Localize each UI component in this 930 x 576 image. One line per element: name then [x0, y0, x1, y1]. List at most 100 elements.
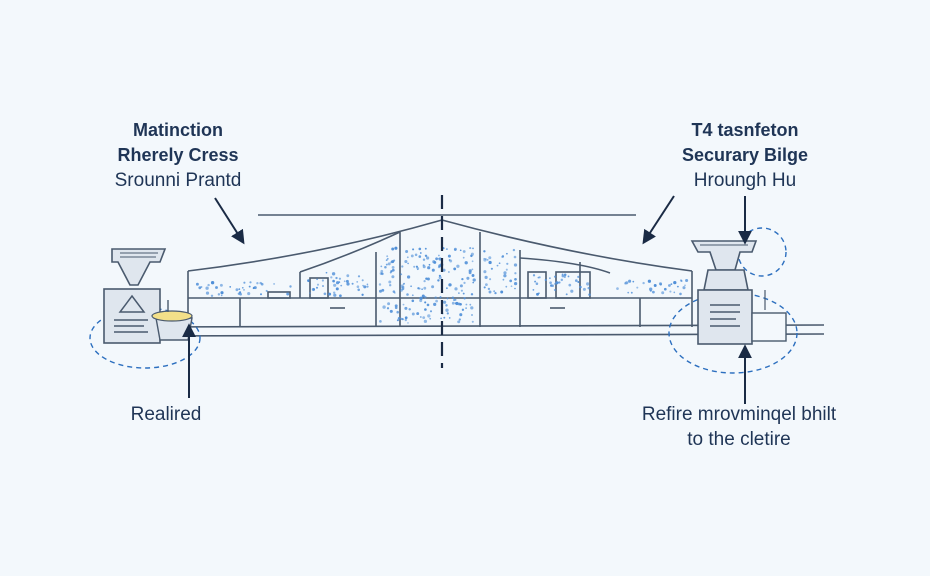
- glass-dot: [471, 268, 474, 271]
- glass-dot: [463, 297, 466, 300]
- left-station-icon: [89, 248, 201, 369]
- glass-dot: [362, 284, 364, 287]
- warning-triangle-icon: [118, 294, 146, 313]
- glass-dot: [462, 256, 465, 259]
- glass-dot: [385, 259, 388, 261]
- glass-dot: [459, 313, 463, 317]
- glass-dot: [407, 322, 409, 324]
- glass-dot: [438, 276, 442, 280]
- glass-dot: [642, 281, 645, 285]
- glass-dot: [412, 248, 415, 251]
- glass-dot: [338, 277, 342, 280]
- arrows: [182, 195, 752, 404]
- glass-dot: [431, 268, 435, 272]
- label-top-left-line1: Matinction: [133, 120, 223, 140]
- glass-dot: [458, 318, 461, 321]
- glass-dot: [330, 276, 333, 279]
- glass-dot: [419, 316, 422, 318]
- glass-dot: [459, 249, 462, 252]
- arrow-top-left: [214, 197, 245, 245]
- glass-dot: [400, 273, 403, 276]
- glass-dot: [211, 281, 213, 284]
- glass-dot: [391, 265, 395, 269]
- glass-dot: [470, 313, 474, 317]
- glass-dot: [438, 254, 440, 257]
- glass-dot: [404, 306, 408, 310]
- glass-dot: [366, 283, 369, 286]
- glass-dot: [513, 255, 517, 259]
- glass-dot: [649, 287, 653, 291]
- glass-dot: [381, 288, 385, 292]
- glass-dot: [446, 287, 448, 290]
- glass-dot: [219, 283, 223, 287]
- glass-dot: [670, 283, 673, 286]
- glass-dot: [416, 266, 420, 270]
- glass-dot: [488, 260, 492, 265]
- glass-dot: [627, 291, 630, 294]
- glass-dot: [465, 307, 467, 309]
- label-bottom-left: Realired: [96, 402, 236, 427]
- glass-dot: [423, 286, 427, 290]
- glass-dot: [442, 268, 446, 272]
- glass-dot: [336, 281, 340, 285]
- glass-dot: [346, 282, 350, 286]
- glass-dot: [685, 278, 689, 283]
- glass-dot: [568, 283, 572, 287]
- label-top-left-line2: Rherely Cress: [117, 145, 239, 165]
- glass-dot: [437, 279, 440, 282]
- label-top-right-line3: Hroungh Hu: [693, 170, 797, 191]
- glass-dot: [496, 264, 499, 267]
- glass-dot: [679, 279, 683, 282]
- glass-dot: [286, 292, 290, 296]
- glass-dot: [333, 283, 337, 287]
- glass-dot: [470, 306, 474, 310]
- glass-dot: [241, 286, 244, 289]
- glass-dot: [406, 293, 409, 296]
- glass-dot: [466, 276, 470, 280]
- glass-dot: [469, 247, 472, 250]
- glass-dot: [332, 279, 335, 283]
- glass-dot: [220, 294, 223, 297]
- glass-dot: [418, 247, 422, 251]
- glass-dot: [488, 256, 492, 260]
- glass-dot: [505, 285, 508, 288]
- glass-dot: [649, 289, 652, 292]
- glass-dot: [419, 252, 422, 254]
- glass-dot: [453, 299, 456, 301]
- glass-dot: [312, 288, 316, 291]
- glass-dot: [391, 275, 395, 279]
- glass-dot: [458, 292, 460, 294]
- glass-dot: [414, 253, 418, 257]
- bridge-structure: [139, 219, 825, 337]
- glass-dot: [394, 304, 398, 308]
- glass-dot: [570, 289, 574, 293]
- label-top-right-line2: Securary Bilge: [681, 145, 809, 165]
- glass-dot: [217, 293, 221, 296]
- glass-dot: [549, 281, 552, 285]
- glass-dot: [427, 314, 431, 318]
- glass-dot: [532, 274, 536, 277]
- label-top-right-line1: T4 tasnfeton: [691, 120, 799, 140]
- glass-dot: [419, 299, 423, 303]
- glass-dot: [438, 257, 440, 260]
- glass-dot: [289, 285, 292, 288]
- glass-dot: [471, 260, 474, 263]
- glass-dot: [316, 283, 320, 286]
- glass-dot: [379, 320, 382, 323]
- glass-dot: [406, 256, 409, 259]
- glass-dot: [252, 287, 255, 290]
- glass-dot: [429, 310, 433, 313]
- glass-dot: [417, 287, 420, 290]
- glass-dot: [200, 285, 203, 289]
- glass-dot: [400, 284, 404, 288]
- glass-dot: [647, 279, 652, 283]
- glass-dot: [345, 279, 349, 283]
- glass-dot: [471, 274, 475, 277]
- glass-dot: [401, 287, 405, 291]
- glass-dot: [380, 265, 383, 268]
- glass-dot: [422, 258, 426, 261]
- glass-dot: [565, 293, 568, 296]
- glass-dot: [423, 279, 426, 283]
- glass-dot: [391, 247, 395, 251]
- glass-dot: [425, 277, 428, 280]
